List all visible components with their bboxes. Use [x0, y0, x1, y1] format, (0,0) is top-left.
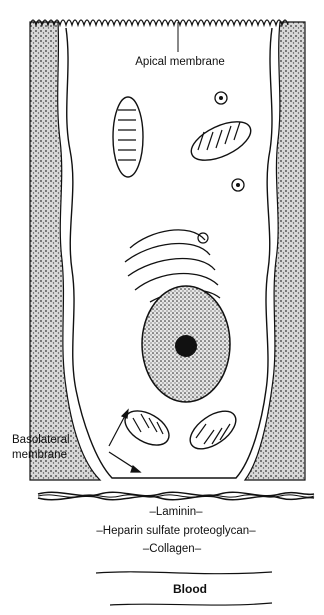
- basolateral-label-line1: Basolateral: [12, 434, 70, 447]
- nucleus: [142, 286, 230, 402]
- cell-outline: [66, 28, 272, 478]
- blood-lower-line: [110, 603, 272, 605]
- mitochondrion-upper-left: [113, 97, 143, 177]
- heparin-sulfate-label: –Heparin sulfate proteoglycan–: [96, 525, 255, 538]
- blood-upper-line: [96, 572, 272, 574]
- basolateral-label-line2: membrane: [12, 449, 67, 462]
- collagen-label: –Collagen–: [143, 543, 201, 556]
- blood-label: Blood: [173, 583, 207, 596]
- nucleolus: [175, 335, 197, 357]
- basement-membrane: [38, 492, 314, 499]
- apical-membrane-label: Apical membrane: [135, 56, 224, 69]
- microvilli: [30, 20, 288, 25]
- laminin-label: –Laminin–: [149, 506, 202, 519]
